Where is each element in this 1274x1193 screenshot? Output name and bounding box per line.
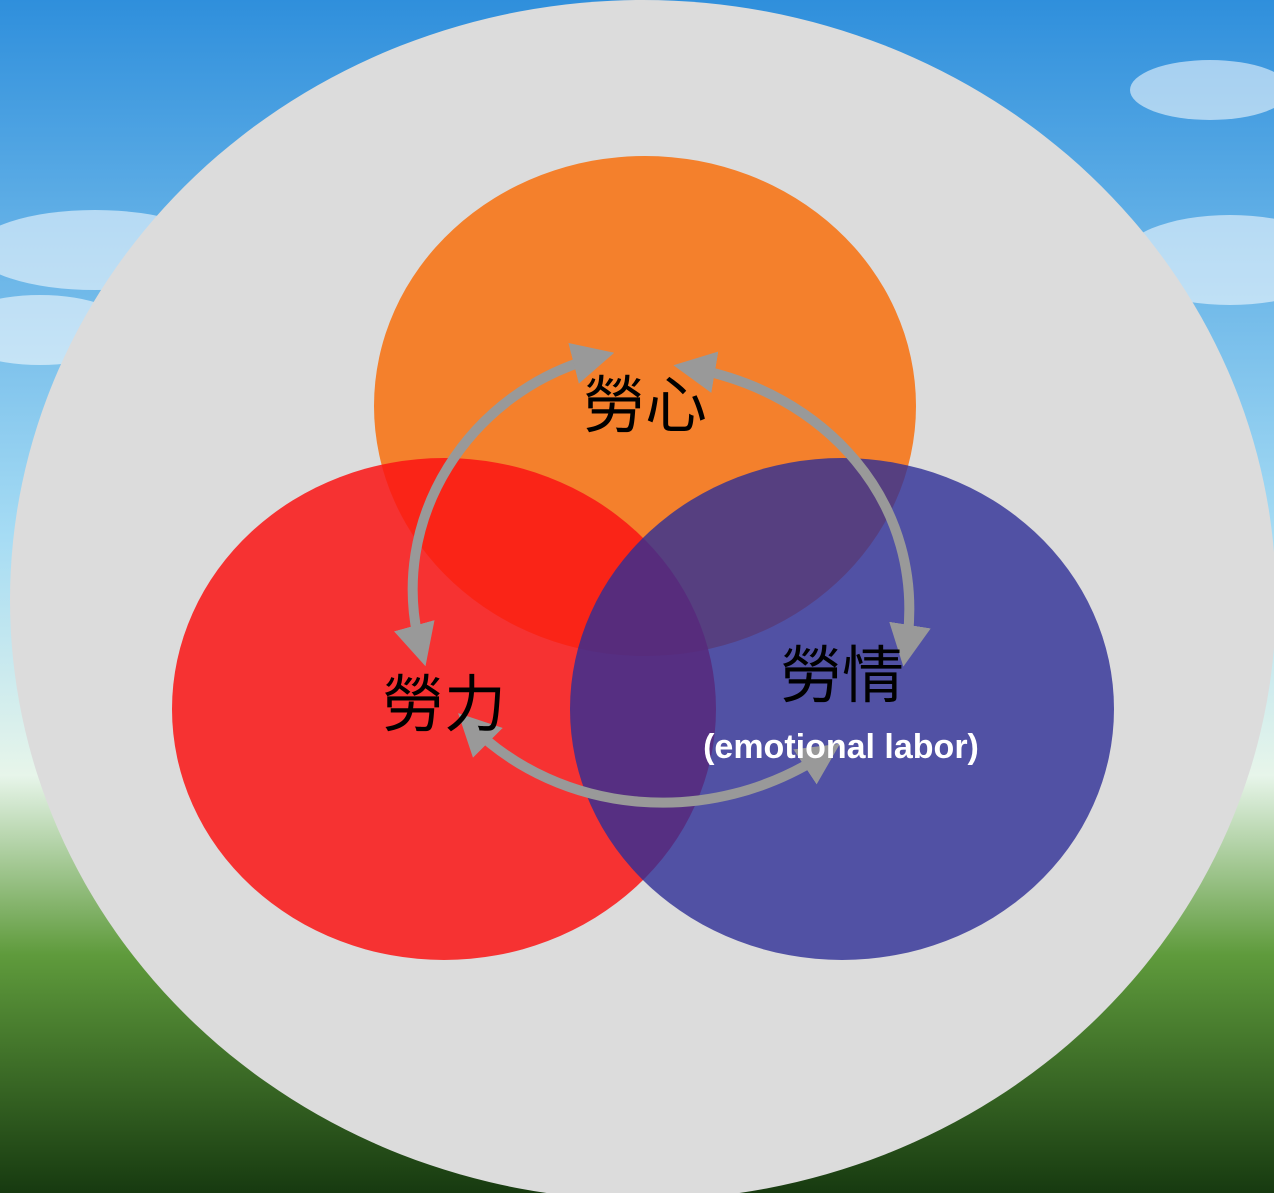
- arrow-mind-emotional: [673, 351, 931, 667]
- arrow-physical-mind: [394, 342, 615, 667]
- sublabel-emotional-labor: (emotional labor): [703, 728, 979, 766]
- label-physical-labor: 勞力: [382, 668, 506, 741]
- label-emotional-labor: 勞情: [780, 639, 904, 712]
- label-mind-labor: 勞心: [583, 369, 707, 442]
- arrow-physical-emotional: [458, 713, 841, 808]
- arrows-group: [394, 342, 931, 808]
